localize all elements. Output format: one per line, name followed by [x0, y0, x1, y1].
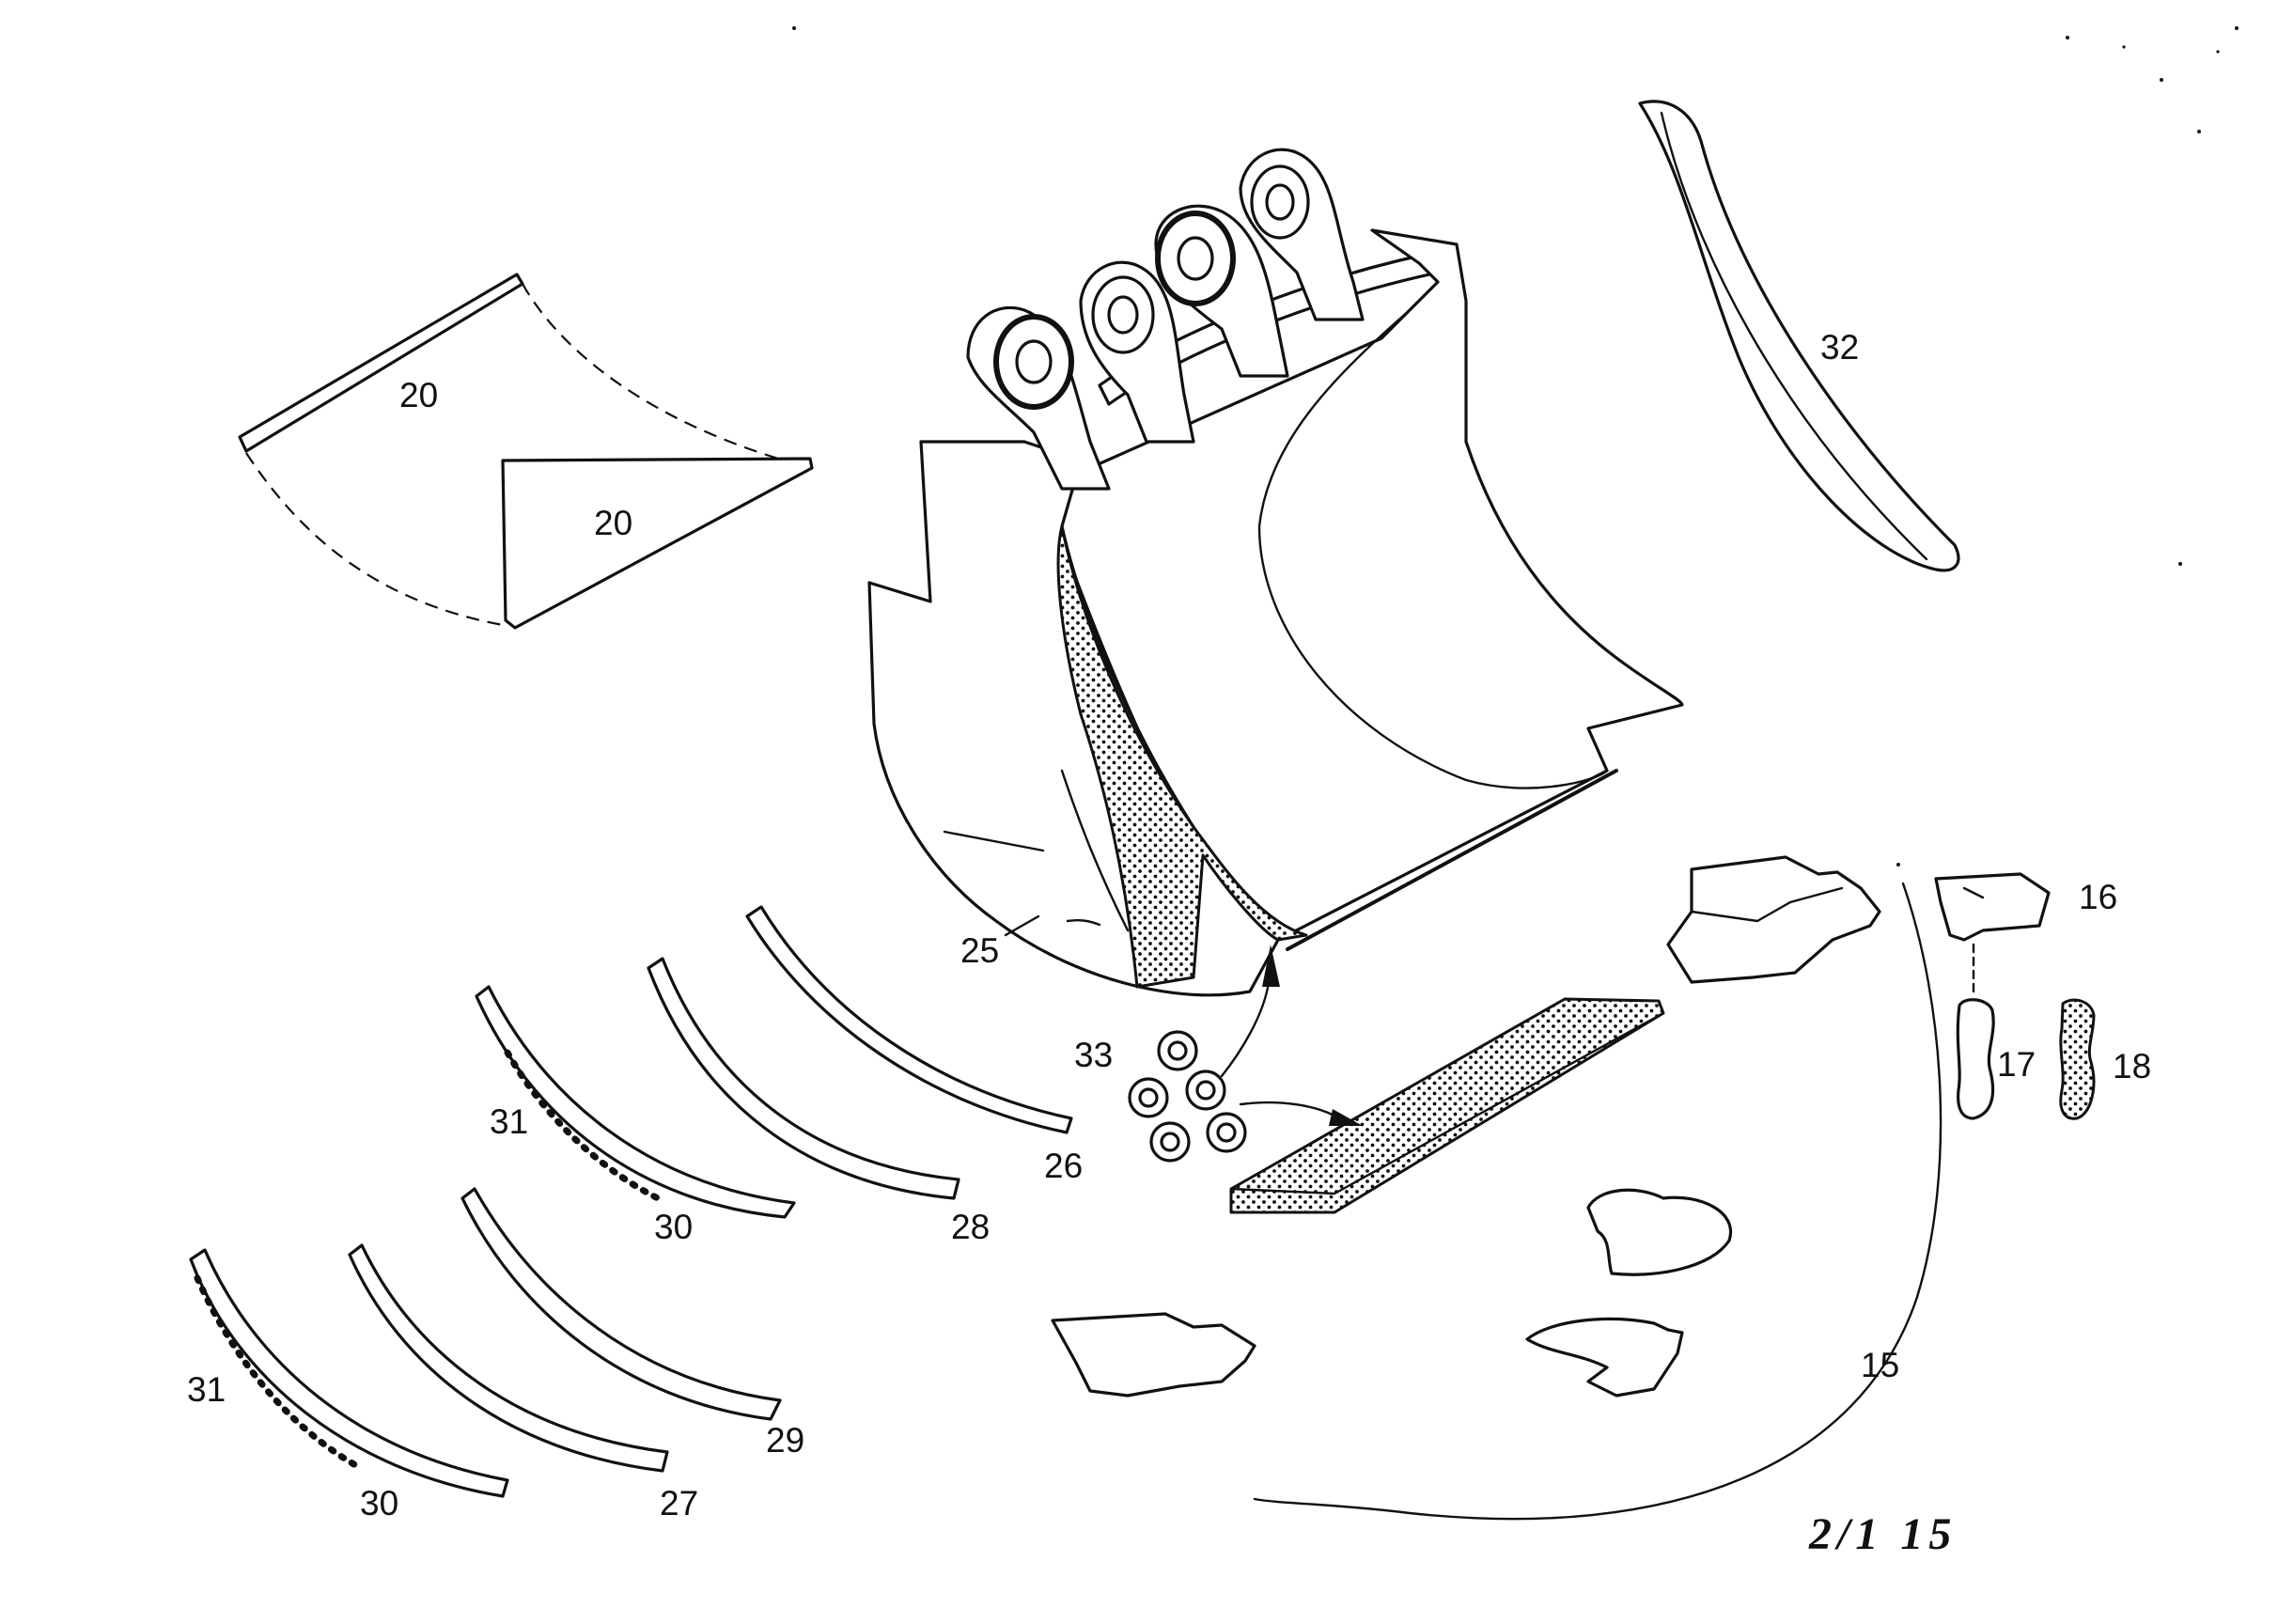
tooth-adapter-left: [1051, 1312, 1256, 1398]
wear-strip-upper: [238, 273, 524, 453]
hinge-lugs: [966, 148, 1365, 491]
callout-18: 18: [2113, 1047, 2152, 1085]
tooth-adapter-large: [1666, 855, 1881, 984]
hinge-bore-3-inner: [1177, 236, 1214, 281]
callout-16: 16: [2079, 878, 2118, 916]
tooth-adapter-large-detail: [1690, 886, 1844, 923]
leader-25: [1004, 914, 1040, 937]
tooth-set-parts: [1051, 855, 1881, 1398]
plate-outline-bottom: [245, 452, 504, 627]
side-strip-28: [647, 957, 960, 1200]
cutting-edge-blade: [1229, 997, 1665, 1214]
adapter-16-detail: [1962, 886, 1985, 899]
arrow-33-to-bucket: [1220, 980, 1271, 1078]
callout-31-lower: 31: [187, 1370, 226, 1409]
callout-17: 17: [1997, 1045, 2036, 1084]
scan-specks: [792, 26, 2239, 867]
wear-strip-set-20: [238, 273, 814, 630]
hinge-bore-1-inner: [1015, 339, 1053, 384]
cutting-edge-line: [1286, 769, 1618, 951]
callout-15: 15: [1861, 1346, 1900, 1384]
callout-27: 27: [660, 1484, 699, 1522]
hinge-bore-4-inner: [1265, 183, 1295, 221]
side-plate-seam: [943, 830, 1045, 852]
callout-25: 25: [960, 931, 1000, 970]
arrow-head-blade: [1329, 1109, 1363, 1126]
bucket-body: [867, 148, 1684, 997]
tooth-tip: [1586, 1188, 1733, 1276]
side-strip-30-lower: [189, 1248, 509, 1498]
side-plate-slot: [1066, 919, 1101, 927]
pin-18: [2059, 998, 2096, 1120]
callout-28: 28: [951, 1208, 991, 1246]
callout-26: 26: [1044, 1147, 1084, 1185]
side-wear-plate-dotted: [1056, 524, 1308, 989]
tooth-adapter-16: [1934, 872, 2051, 942]
drawing-reference-mark: 2/1 15: [1809, 1509, 1958, 1559]
side-strip-30-upper: [475, 985, 796, 1219]
side-strip-27: [348, 1243, 669, 1473]
callout-20-lower: 20: [594, 504, 633, 542]
arrow-head-bucket: [1262, 945, 1280, 987]
bucket-inner-curve: [1257, 308, 1609, 789]
side-strip-29: [460, 1187, 782, 1421]
side-strips-lower: [189, 1187, 782, 1498]
side-strip-31-upper-teeth: [504, 1049, 662, 1202]
arrow-33-to-blade: [1239, 1101, 1341, 1120]
pin-17: [1956, 998, 1995, 1120]
plate-outline-top: [522, 283, 786, 462]
callout-32: 32: [1820, 328, 1860, 367]
hinge-bore-2-inner: [1107, 295, 1139, 335]
wear-strip-lower: [501, 457, 814, 630]
side-cutter-edge: [1660, 111, 1928, 561]
tooth-set-leader-15: [1253, 882, 1943, 1521]
tooth-adapter-lower: [1525, 1317, 1684, 1398]
callout-20-upper: 20: [399, 376, 439, 414]
side-plate-edge: [1060, 769, 1130, 932]
callout-30-upper: 30: [654, 1208, 694, 1246]
callout-31-upper: 31: [490, 1102, 529, 1141]
side-strip-26: [745, 905, 1073, 1134]
side-strip-31-lower-teeth: [194, 1274, 361, 1470]
blade-bevel-line: [1229, 1011, 1665, 1195]
side-cutter-32: [1638, 100, 1960, 572]
callout-30-lower: 30: [360, 1484, 399, 1522]
callout-29: 29: [766, 1421, 805, 1460]
side-strips-upper: [475, 905, 1073, 1219]
callout-33: 33: [1074, 1036, 1114, 1074]
bolt-nut-set-33: [1128, 1030, 1247, 1163]
